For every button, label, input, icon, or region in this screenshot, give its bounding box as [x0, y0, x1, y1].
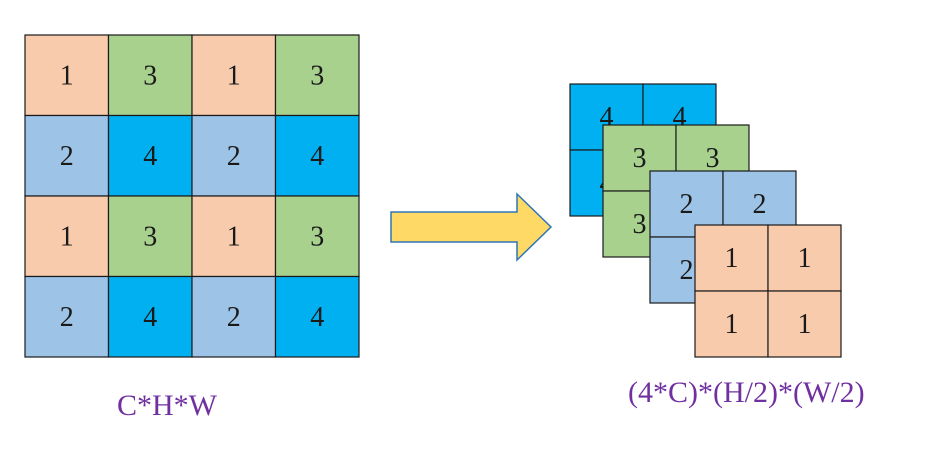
grid-cell: 2	[191, 275, 277, 358]
output-shape-label: (4*C)*(H/2)*(W/2)	[628, 376, 865, 409]
cell-value: 3	[633, 143, 647, 174]
cell-value: 3	[310, 221, 324, 252]
cell-value: 2	[60, 302, 74, 333]
grid-cell: 3	[274, 195, 360, 278]
cell-value: 1	[60, 60, 74, 91]
cell-value: 1	[798, 309, 812, 340]
layer-cell: 1	[694, 224, 769, 292]
cell-value: 4	[143, 302, 157, 333]
cell-value: 1	[60, 221, 74, 252]
grid-cell: 1	[191, 195, 277, 278]
cell-value: 1	[798, 243, 812, 274]
cell-value: 1	[725, 243, 739, 274]
grid-cell: 4	[107, 275, 193, 358]
cell-value: 1	[725, 309, 739, 340]
cell-value: 3	[143, 221, 157, 252]
cell-value: 3	[706, 143, 720, 174]
grid-cell: 1	[191, 34, 277, 117]
cell-value: 1	[227, 60, 241, 91]
cell-value: 3	[143, 60, 157, 91]
grid-cell: 1	[24, 34, 110, 117]
cell-value: 3	[633, 209, 647, 240]
grid-cell: 2	[191, 114, 277, 197]
grid-cell: 4	[274, 114, 360, 197]
grid-cell: 4	[274, 275, 360, 358]
input-shape-label: C*H*W	[117, 389, 217, 422]
cell-value: 2	[227, 302, 241, 333]
grid-cell: 3	[107, 34, 193, 117]
cell-value: 2	[680, 255, 694, 286]
layer-cell: 1	[767, 224, 842, 292]
channel-layer-1: 1 1 1 1	[694, 224, 842, 358]
cell-value: 4	[310, 141, 324, 172]
cell-value: 2	[680, 189, 694, 220]
grid-cell: 1	[24, 195, 110, 278]
grid-cell: 4	[107, 114, 193, 197]
layer-cell: 1	[767, 290, 842, 358]
input-grid: 1 3 1 3 2 4 2 4 1 3 1 3 2 4 2 4	[24, 34, 360, 358]
grid-cell: 2	[24, 275, 110, 358]
grid-cell: 2	[24, 114, 110, 197]
grid-cell: 3	[107, 195, 193, 278]
cell-value: 2	[227, 141, 241, 172]
right-arrow-icon	[390, 192, 553, 262]
cell-value: 1	[227, 221, 241, 252]
cell-value: 2	[753, 189, 767, 220]
cell-value: 4	[310, 302, 324, 333]
cell-value: 2	[60, 141, 74, 172]
cell-value: 4	[143, 141, 157, 172]
cell-value: 3	[310, 60, 324, 91]
grid-cell: 3	[274, 34, 360, 117]
output-stack: 4444333322221111	[569, 83, 842, 358]
layer-cell: 1	[694, 290, 769, 358]
